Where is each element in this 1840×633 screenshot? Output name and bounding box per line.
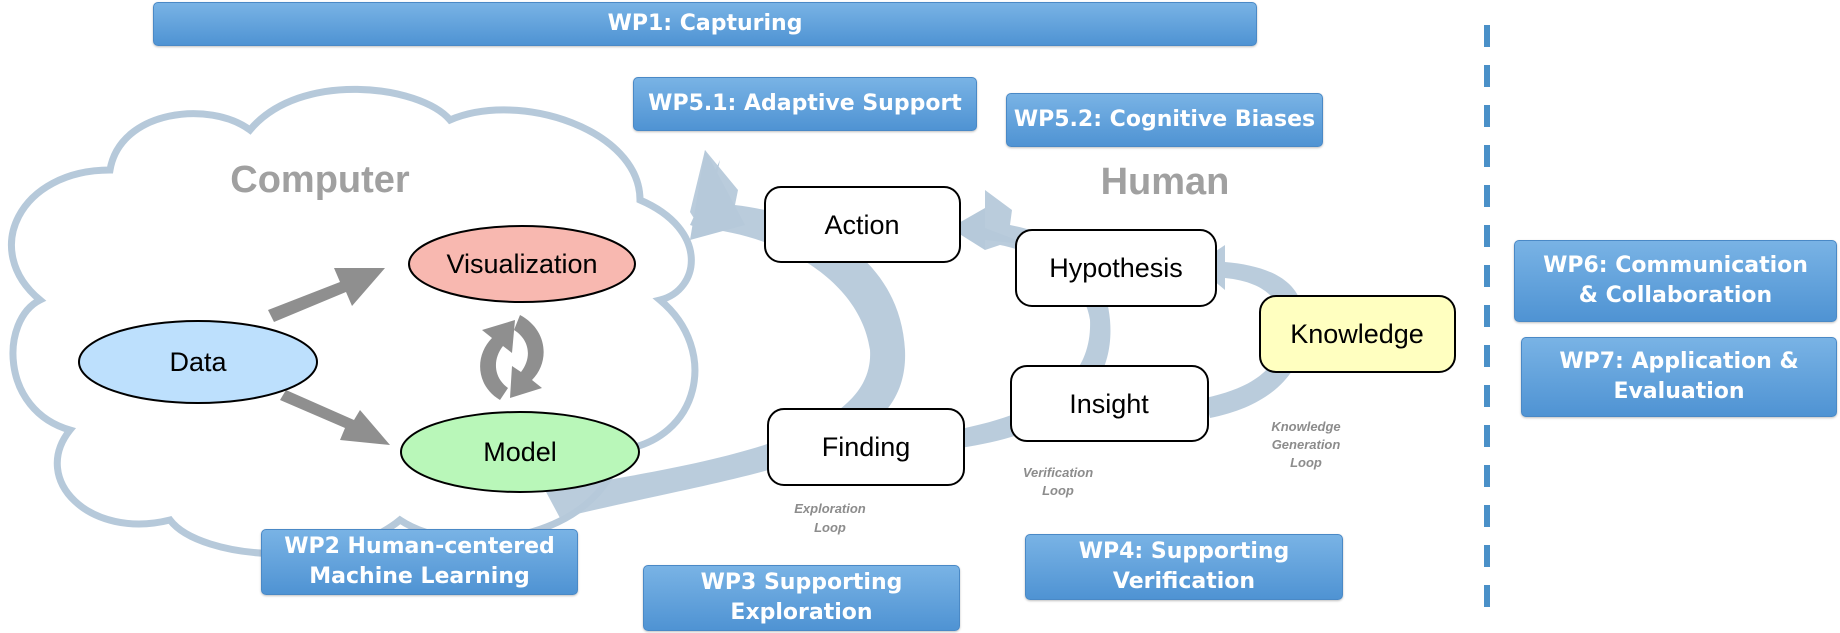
wp3-supporting-exploration-box: WP3 Supporting Exploration <box>643 565 960 631</box>
wp4-supporting-verification-box: WP4: Supporting Verification <box>1025 534 1343 600</box>
wp6-label-line2: & Collaboration <box>1578 283 1773 308</box>
wp2-label-line1: WP2 Human-centered <box>284 534 555 559</box>
data-to-model-arrow <box>280 390 390 445</box>
knowledge-loop-label-2: Generation <box>1272 437 1341 452</box>
visualization-model-cycle-arrow-down <box>510 315 544 398</box>
visualization-model-cycle-arrow-up <box>480 320 515 400</box>
verification-loop-label-2: Loop <box>1042 483 1074 498</box>
wp7-label-line2: Evaluation <box>1613 379 1745 404</box>
wp6-communication-box: WP6: Communication & Collaboration <box>1514 240 1837 322</box>
verification-loop-label-1: Verification <box>1023 465 1093 480</box>
insight-node <box>1010 365 1209 442</box>
exploration-loop-label-2: Loop <box>814 520 846 535</box>
wp3-label-line1: WP3 Supporting <box>700 570 903 595</box>
finding-node-label: Finding <box>822 432 911 462</box>
computer-label: Computer <box>230 159 410 201</box>
hypothesis-node <box>1015 229 1217 307</box>
hypothesis-node-label: Hypothesis <box>1049 253 1183 283</box>
wp6-label-line1: WP6: Communication <box>1543 253 1808 278</box>
wp5-2-cognitive-biases-box: WP5.2: Cognitive Biases <box>1006 93 1323 147</box>
exploration-loop-label-1: Exploration <box>794 501 866 516</box>
wp7-label-line1: WP7: Application & <box>1559 349 1799 374</box>
wp2-human-centered-ml-box: WP2 Human-centered Machine Learning <box>261 529 578 595</box>
wp5-1-adaptive-support-box: WP5.1: Adaptive Support <box>633 77 977 131</box>
knowledge-loop-arrow <box>1195 245 1306 418</box>
wp1-label: WP1: Capturing <box>607 11 803 36</box>
wp4-label-line2: Verification <box>1112 569 1256 594</box>
human-label: Human <box>1101 161 1230 203</box>
insight-node-label: Insight <box>1069 389 1149 419</box>
action-node-label: Action <box>824 210 899 240</box>
action-node <box>764 186 961 263</box>
data-to-visualization-arrow <box>268 268 385 322</box>
wp1-capturing-box: WP1: Capturing <box>153 2 1257 46</box>
knowledge-loop-label-3: Loop <box>1290 455 1322 470</box>
model-node <box>400 411 640 493</box>
exploration-up-arrow <box>690 150 745 240</box>
hypothesis-to-action-arrow <box>950 208 1030 250</box>
data-node-label: Data <box>169 347 227 377</box>
knowledge-loop-label-1: Knowledge <box>1271 419 1340 434</box>
wp5-1-label: WP5.1: Adaptive Support <box>648 91 962 116</box>
model-node-label: Model <box>483 437 557 467</box>
visualization-node <box>408 225 636 303</box>
knowledge-node <box>1259 295 1456 373</box>
wp2-label-line2: Machine Learning <box>309 564 530 589</box>
finding-node <box>767 408 965 486</box>
wp5-2-label: WP5.2: Cognitive Biases <box>1013 107 1316 132</box>
visualization-node-label: Visualization <box>446 249 597 279</box>
data-node <box>78 320 318 404</box>
wp3-label-line2: Exploration <box>730 600 873 625</box>
wp7-application-box: WP7: Application & Evaluation <box>1521 337 1837 417</box>
wp4-label-line1: WP4: Supporting <box>1078 539 1290 564</box>
knowledge-node-label: Knowledge <box>1290 319 1424 349</box>
